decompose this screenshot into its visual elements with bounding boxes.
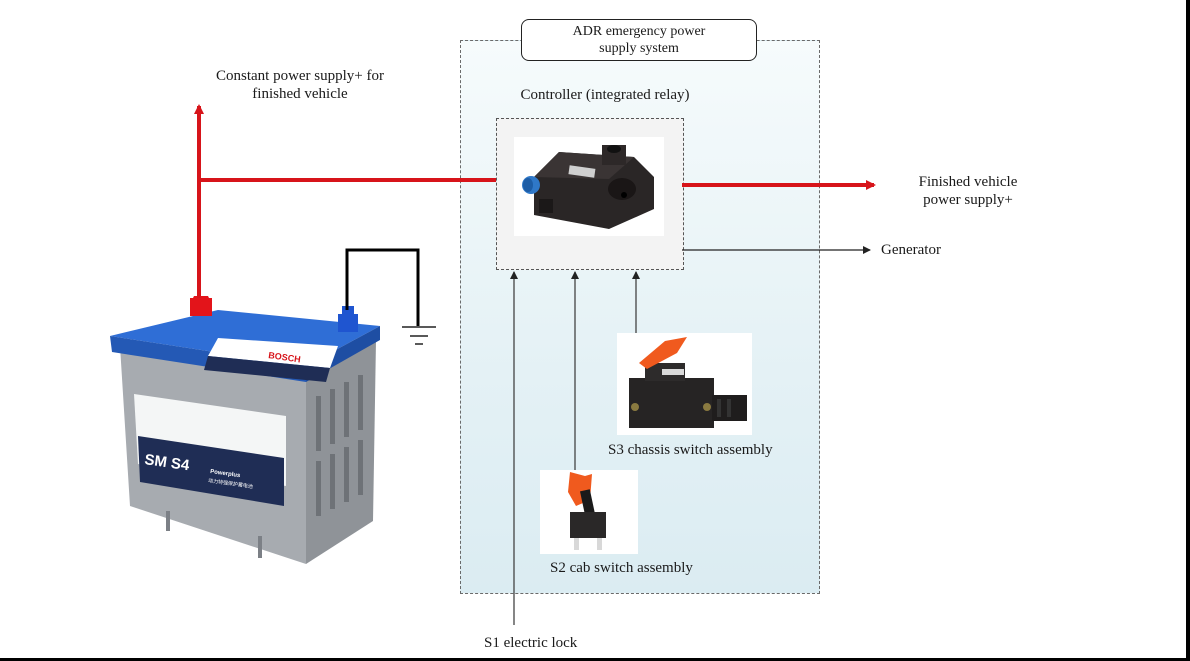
frame-border-right	[1186, 0, 1190, 661]
controller-relay-image	[514, 137, 664, 236]
system-title-line-2: supply system	[599, 41, 679, 56]
constant-supply-label-line-1: Constant power supply+ for	[215, 68, 385, 84]
vehicle-supply-label-line-2: power supply+	[923, 192, 1013, 208]
chassis-switch-icon	[629, 337, 747, 428]
vehicle-supply-label-line-1: Finished vehicle	[918, 174, 1018, 190]
battery-series-text: Powerplus	[210, 469, 242, 479]
constant-supply-label-line-2: finished vehicle	[252, 86, 348, 102]
cab-switch-icon	[568, 472, 606, 550]
battery-brand-text: BOSCH	[268, 350, 302, 364]
generator-label: Generator	[881, 242, 941, 258]
battery-model-text: SM S4	[143, 451, 191, 474]
battery-image: BOSCH SM S4 Powerplus 动力特强保护蓄电池	[108, 290, 383, 566]
vehicle-supply-label: Finished vehicle power supply+	[893, 173, 1043, 209]
ground-wire	[345, 248, 420, 326]
battery-icon: BOSCH SM S4 Powerplus 动力特强保护蓄电池	[110, 290, 380, 564]
constant-supply-label: Constant power supply+ for finished vehi…	[185, 67, 415, 103]
s2-cab-switch-image	[540, 470, 638, 554]
system-title-box: ADR emergency power supply system	[521, 19, 757, 61]
relay-icon	[522, 145, 654, 229]
controller-label: Controller (integrated relay)	[520, 87, 690, 103]
frame-border-bottom	[0, 658, 1190, 661]
s1-electric-lock-label: S1 electric lock	[484, 635, 578, 651]
ground-symbol-icon	[402, 326, 436, 345]
s3-chassis-switch-label: S3 chassis switch assembly	[608, 442, 773, 458]
s2-cab-switch-label: S2 cab switch assembly	[550, 560, 693, 576]
system-title-line-1: ADR emergency power	[572, 24, 706, 39]
s3-chassis-switch-image	[617, 333, 752, 435]
